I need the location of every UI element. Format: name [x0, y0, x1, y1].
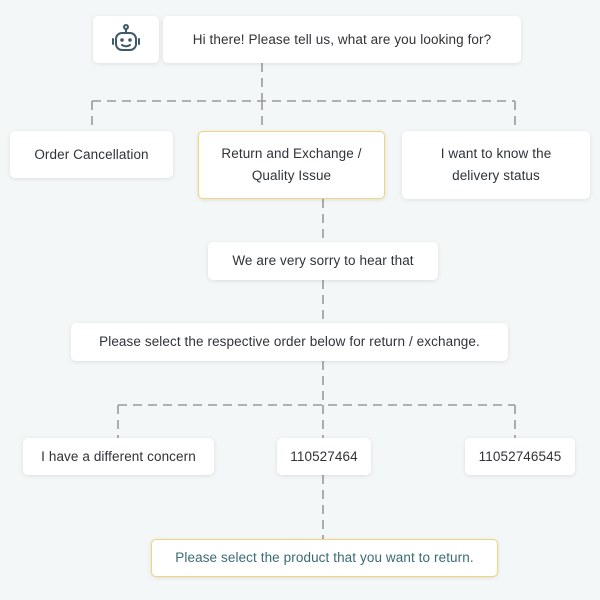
bot-greeting-text: Hi there! Please tell us, what are you l… — [192, 31, 492, 47]
option-different-concern-label: I have a different concern — [41, 448, 196, 464]
bot-sorry-message: We are very sorry to hear that — [208, 242, 438, 280]
option-order-cancellation[interactable]: Order Cancellation — [10, 131, 173, 178]
bot-select-product-message: Please select the product that you want … — [151, 539, 498, 577]
option-delivery-status-label: I want to know the delivery status — [440, 146, 552, 183]
option-order-11052746545[interactable]: 11052746545 — [465, 438, 575, 475]
option-return-exchange[interactable]: Return and Exchange / Quality Issue — [198, 131, 385, 199]
option-different-concern[interactable]: I have a different concern — [23, 438, 214, 475]
option-order-110527464[interactable]: 110527464 — [277, 438, 371, 475]
bot-avatar — [93, 16, 159, 63]
bot-select-order-message: Please select the respective order below… — [71, 323, 508, 361]
robot-icon — [112, 23, 140, 51]
option-return-exchange-label: Return and Exchange / Quality Issue — [221, 146, 362, 183]
bot-greeting-message: Hi there! Please tell us, what are you l… — [163, 16, 521, 63]
option-order-cancellation-label: Order Cancellation — [34, 146, 149, 162]
option-order-110527464-label: 110527464 — [290, 448, 358, 464]
bot-sorry-text: We are very sorry to hear that — [232, 253, 414, 268]
option-order-11052746545-label: 11052746545 — [478, 448, 562, 464]
option-delivery-status[interactable]: I want to know the delivery status — [402, 131, 590, 199]
bot-select-order-text: Please select the respective order below… — [99, 334, 480, 349]
bot-select-product-text: Please select the product that you want … — [175, 550, 474, 565]
